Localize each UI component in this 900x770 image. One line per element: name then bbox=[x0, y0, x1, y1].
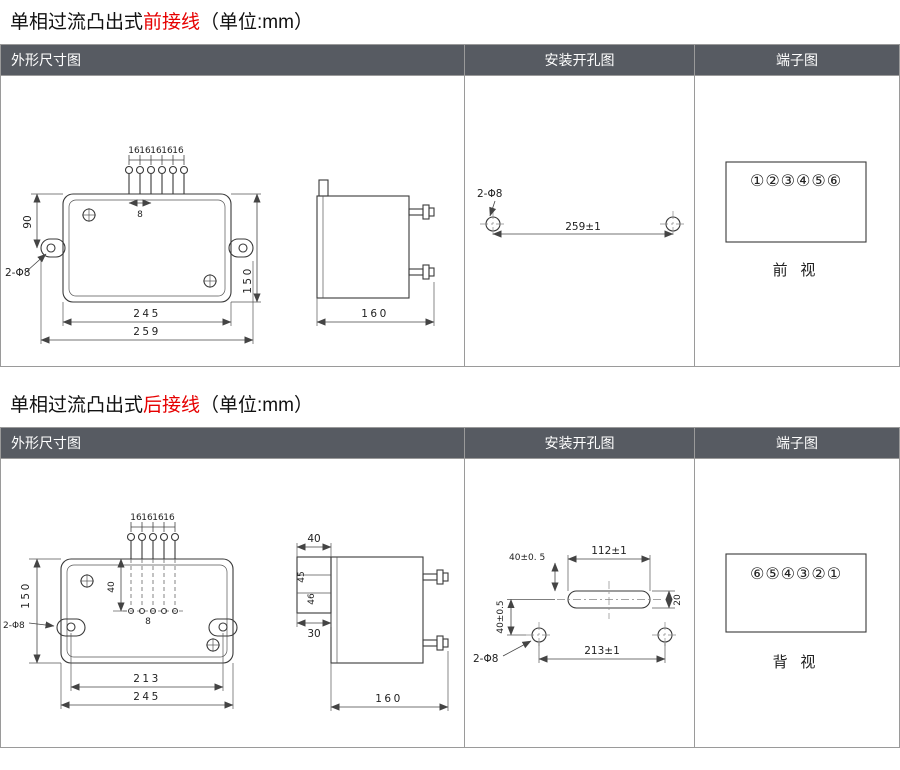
dim-hole-label: 2-Φ8 bbox=[477, 188, 502, 200]
col-header-mounting: 安装开孔图 bbox=[465, 45, 695, 75]
dim-hole-label: 2-Φ8 bbox=[5, 267, 30, 279]
section-title: 单相过流凸出式前接线（单位:mm） bbox=[10, 10, 900, 36]
screw-icon bbox=[82, 208, 96, 222]
dim-pin-pitch: 16 bbox=[150, 146, 162, 156]
outline-dimension-cell: 16 16 16 16 40 8 150 2-Φ8 bbox=[1, 458, 465, 747]
relay-front-view bbox=[56, 532, 238, 664]
section-front-wiring: 单相过流凸出式前接线（单位:mm） 外形尺寸图 安装开孔图 端子图 bbox=[0, 10, 900, 367]
spec-table-front: 外形尺寸图 安装开孔图 端子图 bbox=[0, 44, 900, 367]
dim-offset-top: 40±0. 5 bbox=[509, 553, 545, 563]
title-prefix: 单相过流凸出式 bbox=[10, 395, 144, 416]
col-header-outline: 外形尺寸图 bbox=[1, 45, 465, 75]
dim-overall-width: 259 bbox=[133, 326, 161, 338]
dim-slot-width: 20 bbox=[673, 594, 683, 606]
dim-pin-pitch: 16 bbox=[152, 513, 164, 523]
terminal-numbers: ⑥⑤④③②① bbox=[750, 564, 842, 583]
dim-pin-pitch: 16 bbox=[161, 146, 173, 156]
dim-hole-spacing: 259±1 bbox=[565, 221, 601, 233]
terminal-stud bbox=[408, 264, 435, 280]
dim-pin-pitch: 16 bbox=[130, 513, 142, 523]
dim-depth: 160 bbox=[361, 308, 389, 320]
terminal-drawing: ⑥⑤④③②① 背 视 bbox=[725, 553, 867, 671]
dim-block-depth: 30 bbox=[307, 628, 320, 640]
dim-row-depth: 40 bbox=[107, 581, 117, 593]
outline-drawing: 16 16 16 16 16 8 90 150 bbox=[5, 146, 435, 344]
title-suffix: （单位:mm） bbox=[200, 12, 313, 33]
relay-side-view: 45 46 40 bbox=[296, 533, 449, 711]
terminal-block-outline bbox=[725, 553, 867, 633]
terminal-numbers: ①②③④⑤⑥ bbox=[750, 171, 842, 190]
dim-hole-spacing: 213 bbox=[133, 673, 161, 685]
mounting-slot bbox=[557, 581, 661, 619]
spec-table-rear: 外形尺寸图 安装开孔图 端子图 bbox=[0, 427, 900, 748]
terminal-cell: ①②③④⑤⑥ 前 视 bbox=[695, 75, 899, 366]
col-header-mounting: 安装开孔图 bbox=[465, 428, 695, 458]
dim-pin-pitch: 16 bbox=[141, 513, 153, 523]
terminal-drawing: ①②③④⑤⑥ 前 视 bbox=[725, 161, 867, 279]
dim-pin-pitch: 16 bbox=[139, 146, 151, 156]
dim-pin-pitch: 16 bbox=[172, 146, 184, 156]
front-view-dimensions: 16 16 16 16 16 8 90 150 bbox=[5, 146, 261, 344]
mounting-dimensions: 259±1 2-Φ8 bbox=[477, 188, 674, 238]
relay-side-view: 160 bbox=[316, 179, 435, 326]
mounting-holes bbox=[526, 622, 678, 648]
dim-hole-label: 2-Φ8 bbox=[3, 621, 25, 631]
terminal-block-outline bbox=[725, 161, 867, 243]
terminal-cell: ⑥⑤④③②① 背 视 bbox=[695, 458, 899, 747]
terminal-stud bbox=[408, 204, 435, 220]
title-suffix: （单位:mm） bbox=[200, 395, 313, 416]
dim-offset-side: 40±0.5 bbox=[496, 600, 506, 633]
terminal-stud bbox=[422, 635, 449, 651]
mounting-drawing: 112±1 40±0. 5 40±0.5 20 213±1 2-Φ8 bbox=[473, 545, 683, 665]
dim-stud-b: 46 bbox=[307, 593, 317, 605]
screw-icon bbox=[80, 574, 94, 588]
rear-terminal-block: 45 46 bbox=[296, 556, 332, 614]
dim-body-width: 245 bbox=[133, 308, 161, 320]
dim-stud-a: 45 bbox=[297, 571, 307, 582]
terminal-view-label: 背 视 bbox=[773, 653, 820, 671]
outline-dimension-cell: 16 16 16 16 16 8 90 150 bbox=[1, 75, 465, 366]
front-view-dimensions: 16 16 16 16 40 8 150 2-Φ8 bbox=[3, 513, 234, 709]
dim-slot-length: 112±1 bbox=[591, 545, 627, 557]
col-header-terminal: 端子图 bbox=[695, 45, 899, 75]
dim-hole-label: 2-Φ8 bbox=[473, 653, 498, 665]
dim-pin-row-offset: 8 bbox=[145, 617, 151, 627]
terminal-view-label: 前 视 bbox=[773, 261, 820, 279]
mounting-hole-cell: 112±1 40±0. 5 40±0.5 20 213±1 2-Φ8 bbox=[465, 458, 695, 747]
outline-drawing: 16 16 16 16 40 8 150 2-Φ8 bbox=[3, 513, 449, 711]
dim-pin-pitch: 16 bbox=[163, 513, 175, 523]
relay-front-view bbox=[40, 165, 254, 303]
dim-body-height: 150 bbox=[242, 266, 254, 294]
dim-pin-pitch: 16 bbox=[128, 146, 140, 156]
section-title: 单相过流凸出式后接线（单位:mm） bbox=[10, 393, 900, 419]
terminal-pins bbox=[126, 532, 180, 559]
mounting-dimensions: 112±1 40±0. 5 40±0.5 20 213±1 2-Φ8 bbox=[473, 545, 683, 665]
col-header-outline: 外形尺寸图 bbox=[1, 428, 465, 458]
section-rear-wiring: 单相过流凸出式后接线（单位:mm） 外形尺寸图 安装开孔图 端子图 bbox=[0, 393, 900, 748]
mounting-drawing: 259±1 2-Φ8 bbox=[477, 188, 686, 238]
terminal-pins bbox=[124, 165, 189, 194]
dim-hole-spacing: 213±1 bbox=[584, 645, 620, 657]
dim-block-width: 40 bbox=[307, 533, 320, 545]
title-highlight: 后接线 bbox=[143, 395, 201, 416]
terminal-stud bbox=[422, 569, 449, 585]
hidden-terminal-row bbox=[123, 559, 183, 615]
dim-depth: 160 bbox=[375, 693, 403, 705]
mounting-hole-cell: 259±1 2-Φ8 bbox=[465, 75, 695, 366]
dim-body-width: 245 bbox=[133, 691, 161, 703]
col-header-terminal: 端子图 bbox=[695, 428, 899, 458]
title-highlight: 前接线 bbox=[143, 12, 201, 33]
dim-top-to-hole: 90 bbox=[22, 215, 34, 228]
screw-icon bbox=[203, 274, 217, 288]
dim-pin-row-offset: 8 bbox=[137, 210, 143, 220]
screw-icon bbox=[206, 638, 220, 652]
title-prefix: 单相过流凸出式 bbox=[10, 12, 144, 33]
dim-body-height: 150 bbox=[20, 581, 32, 609]
